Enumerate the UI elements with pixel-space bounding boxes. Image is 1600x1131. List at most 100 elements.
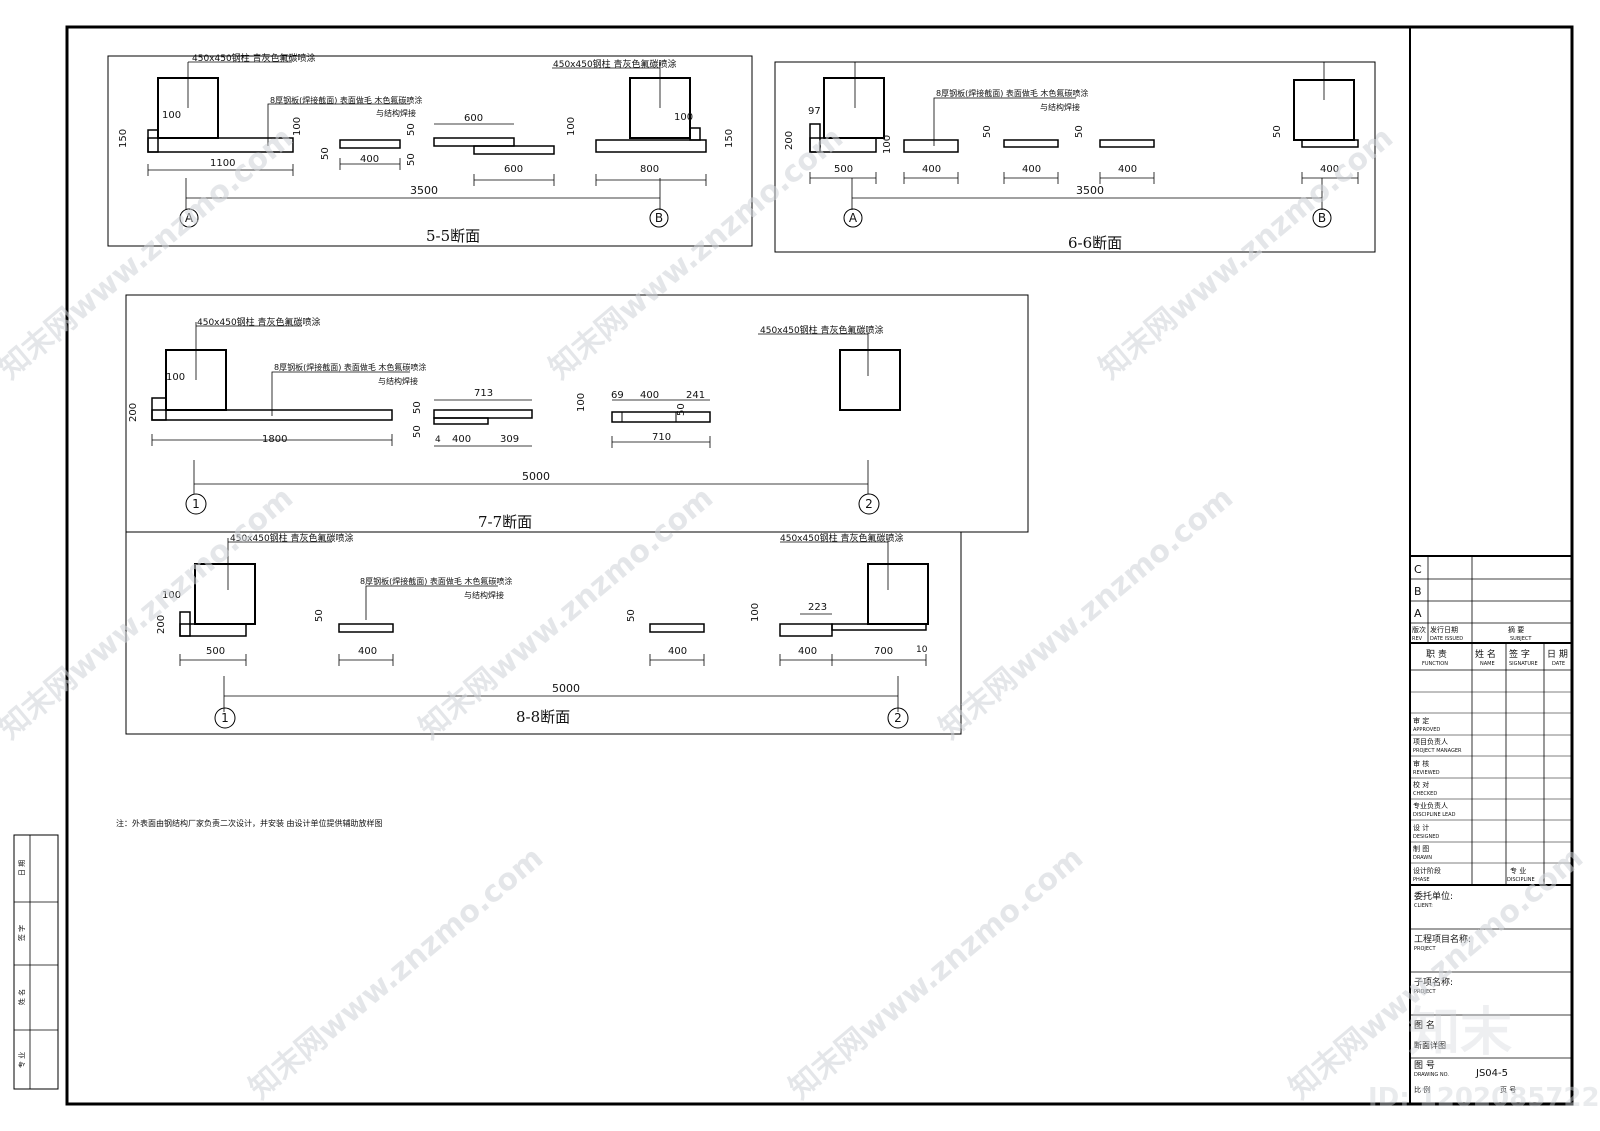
role-label: 设计阶段: [1413, 866, 1441, 875]
dim-text: 100: [674, 112, 693, 123]
watermark-text: 知末网www.znzmo.com: [1283, 840, 1590, 1106]
role-label-en: PROJECT MANAGER: [1413, 748, 1462, 754]
header-date: 日 期: [1547, 649, 1568, 660]
drawing-title-label: 图 名: [1414, 1019, 1435, 1031]
role-label-en: DISCIPLINE LEAD: [1413, 812, 1456, 818]
plate-label-2: 与结构焊接: [1040, 102, 1080, 112]
dim-text: 800: [640, 164, 659, 175]
column-label: 450x450钢柱 青灰色氟碳喷涂: [780, 532, 904, 544]
dim-text: 600: [504, 164, 523, 175]
role-label-en: DRAWN: [1413, 855, 1432, 861]
dim-text: 1800: [262, 434, 287, 445]
subject-label-en: SUBJECT: [1510, 636, 1532, 642]
dim-text: 400: [798, 646, 817, 657]
role-label: 审 核: [1413, 759, 1429, 768]
dim-text: 400: [360, 154, 379, 165]
watermark-id: ID: 1202085722: [1368, 1083, 1600, 1113]
sheet-frame: [65, 25, 1574, 1106]
sheet-label: 页 号: [1500, 1086, 1516, 1094]
section-title: 5-5断面: [426, 227, 480, 245]
dim-text: 50: [412, 425, 423, 438]
section-6-6-frame: [774, 61, 1376, 253]
plate-label: 8厚钢板(焊接截面) 表面做毛 木色氟碳喷涂: [274, 362, 426, 372]
axis-bubble: [649, 208, 669, 228]
scale-label: 比 例: [1414, 1085, 1430, 1094]
dim-text: 97: [808, 106, 821, 117]
dim-text: 50: [320, 147, 331, 160]
discipline-label-en: DISCIPLINE: [1507, 877, 1535, 883]
header-name-en: NAME: [1480, 661, 1495, 667]
subproject-label-en: PROJECT: [1414, 989, 1437, 995]
dim-text: 50: [1074, 125, 1085, 138]
date-issued-label-en: DATE ISSUED: [1430, 636, 1463, 642]
project-label-en: PROJECT: [1414, 946, 1437, 952]
plate-label: 8厚钢板(焊接截面) 表面做毛 木色氟碳喷涂: [360, 576, 512, 586]
axis-label: B: [1318, 211, 1326, 225]
discipline-label: 专 业: [1510, 866, 1526, 875]
axis-bubble: [1312, 208, 1332, 228]
dim-text: 100: [750, 603, 761, 622]
client-label-en: CLIENT:: [1414, 903, 1433, 909]
dim-text: 241: [686, 390, 705, 401]
rev-label-en: REV: [1412, 636, 1423, 642]
dim-text: 200: [156, 615, 167, 634]
column-label: 450x450钢柱 青灰色氟碳喷涂: [197, 316, 321, 328]
watermark-text: 知末网www.znzmo.com: [1093, 120, 1400, 386]
subject-label: 摘 要: [1508, 625, 1524, 634]
dim-text: 400: [452, 434, 471, 445]
dim-text: 50: [406, 123, 417, 136]
role-label-en: CHECKED: [1413, 791, 1437, 797]
client-label: 委托单位:: [1414, 890, 1453, 902]
dim-text: 5000: [552, 682, 580, 695]
axis-label: 1: [192, 497, 200, 511]
section-5-5: 450x450钢柱 青灰色氟碳喷涂 8厚钢板(焊接截面) 表面做毛 木色氟碳喷涂…: [107, 52, 753, 247]
strip-label-name: 姓 名: [17, 989, 26, 1005]
dim-text: 710: [652, 432, 671, 443]
dim-text: 69: [611, 390, 624, 401]
section-8-8-frame: [125, 531, 962, 735]
header-name: 姓 名: [1475, 648, 1496, 660]
axis-bubble: [843, 208, 863, 228]
section-8-8: 450x450钢柱 青灰色氟碳喷涂 100 200 500 8厚钢板(焊接截面)…: [125, 531, 962, 735]
plate-label-2: 与结构焊接: [378, 376, 418, 386]
strip-label-discipline: 专 业: [17, 1052, 26, 1068]
role-label-en: PHASE: [1413, 877, 1430, 883]
column-label: 450x450钢柱 青灰色氟碳喷涂: [760, 324, 884, 336]
plate-label-2: 与结构焊接: [464, 590, 504, 600]
drawing-no-label: 图 号: [1414, 1060, 1435, 1071]
section-7-7: 450x450钢柱 青灰色氟碳喷涂 100 200 8厚钢板(焊接截面) 表面做…: [125, 294, 1029, 533]
subproject-label: 子项名称:: [1414, 976, 1453, 988]
dim-text: 10: [916, 645, 928, 655]
watermark-text: 知末网www.znzmo.com: [933, 480, 1240, 746]
role-label-en: REVIEWED: [1413, 770, 1440, 776]
dim-text: 50: [626, 609, 637, 622]
column-label: 450x450钢柱 青灰色氟碳喷涂: [230, 532, 354, 544]
axis-bubble: [858, 493, 880, 515]
watermark-text: 知末网www.znzmo.com: [243, 840, 550, 1106]
title-block: C B A 版次 REV 发行日期 DATE ISSUED 摘 要 SUBJEC…: [1410, 555, 1572, 1094]
strip-label-date: 日 期: [18, 860, 26, 876]
dim-text: 400: [1022, 164, 1041, 175]
dim-text: 500: [834, 164, 853, 175]
section-title: 7-7断面: [478, 513, 532, 531]
rev-label: 版次: [1412, 625, 1426, 634]
strip-label-sign: 签 字: [17, 925, 26, 941]
role-label: 专业负责人: [1413, 801, 1448, 810]
axis-bubble: [179, 208, 199, 228]
dim-text: 200: [128, 403, 139, 422]
dim-text: 50: [412, 401, 423, 414]
dim-text: 50: [676, 403, 687, 416]
drawing-no-value: JS04-5: [1475, 1068, 1508, 1079]
dim-text: 3500: [1076, 184, 1104, 197]
dim-text: 100: [882, 135, 893, 154]
axis-label: A: [185, 211, 194, 225]
watermark-text: 知末网www.znzmo.com: [783, 840, 1090, 1106]
axis-label: 1: [221, 711, 229, 725]
watermark-text: 知末网www.znzmo.com: [413, 480, 720, 746]
dim-text: 400: [1118, 164, 1137, 175]
header-signature-en: SIGNATURE: [1509, 661, 1538, 667]
dim-text: 100: [166, 372, 185, 383]
role-label: 设 计: [1413, 823, 1429, 832]
watermark-layer: 知末网www.znzmo.com 知末网www.znzmo.com 知末网www…: [0, 120, 1600, 1113]
